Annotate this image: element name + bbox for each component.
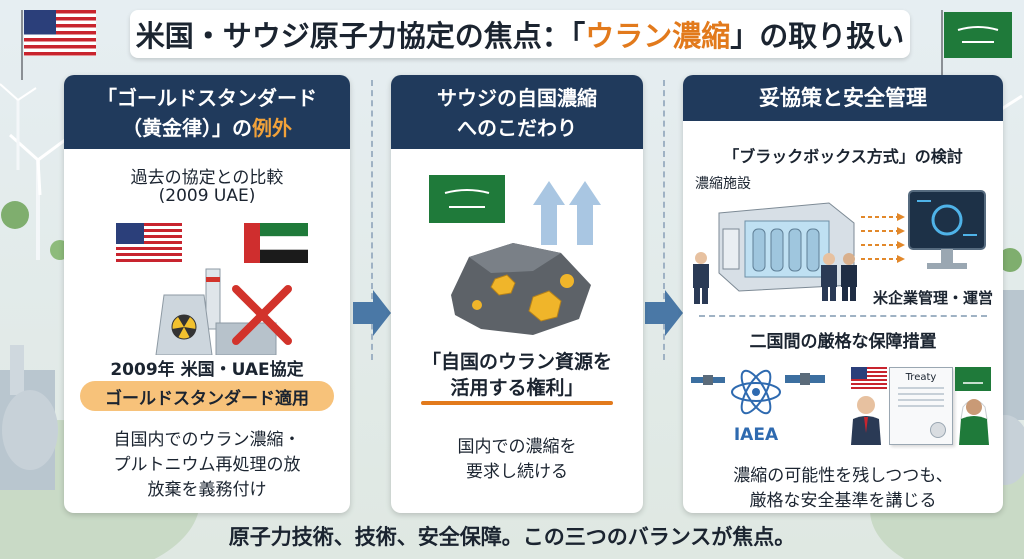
header-line: へのこだわり bbox=[457, 116, 577, 140]
nuclear-plant-icon bbox=[155, 268, 277, 355]
saudi-flag-icon bbox=[944, 12, 1012, 58]
us-flag-icon bbox=[24, 10, 96, 56]
claim-line: 活用する権利」 bbox=[450, 377, 584, 399]
panel-header: 妥協策と安全管理 bbox=[683, 75, 1003, 121]
blackbox-title: 「ブラックボックス方式」の検討 bbox=[723, 147, 963, 166]
desc-line: 国内での濃縮を bbox=[457, 437, 577, 457]
desc-line: 要求し続ける bbox=[466, 462, 568, 482]
agreement-label: 2009年 米国・UAE協定 bbox=[110, 360, 304, 380]
person-icon bbox=[959, 399, 989, 445]
satellite-icon bbox=[785, 373, 825, 385]
us-flag-icon bbox=[116, 223, 182, 263]
title-highlight: ウラン濃縮 bbox=[585, 19, 731, 53]
compare-line: 過去の協定との比較 bbox=[130, 168, 284, 188]
person-icon bbox=[821, 253, 837, 301]
panel-header: サウジの自国濃縮 へのこだわり bbox=[391, 75, 643, 149]
saudi-flag-icon bbox=[429, 175, 505, 223]
data-flow-arrows bbox=[861, 213, 905, 263]
treaty-label: Treaty bbox=[905, 372, 937, 383]
treaty-document-icon: Treaty bbox=[889, 367, 953, 445]
red-cross-icon bbox=[232, 285, 292, 345]
up-arrows-icon bbox=[533, 181, 601, 245]
safeguards-title: 二国間の厳格な保障措置 bbox=[749, 332, 937, 352]
desc-line: 濃縮の可能性を残しつつも、 bbox=[733, 466, 953, 486]
operator-label: 米企業管理・運営 bbox=[873, 289, 994, 307]
separator bbox=[371, 80, 373, 360]
badge-text: ゴールドスタンダード適用 bbox=[105, 388, 309, 409]
monitor-icon bbox=[908, 190, 986, 269]
header-line: （黄金律）」の例外 bbox=[122, 116, 292, 140]
header-emphasis: 例外 bbox=[252, 116, 292, 140]
wind-turbine-icon bbox=[9, 133, 66, 260]
panel-header: 「ゴールドスタンダード （黄金律）」の例外 bbox=[64, 75, 350, 149]
uranium-ore-icon bbox=[451, 243, 591, 335]
page-title: 米国・サウジ原子力協定の焦点：「ウラン濃縮」の取り扱い bbox=[130, 10, 910, 58]
satellite-icon bbox=[691, 375, 725, 385]
desc-line: プルトニウム再処理の放 bbox=[113, 455, 301, 475]
iaea-logo-icon bbox=[731, 369, 781, 415]
panel-saudi-enrichment: サウジの自国濃縮 へのこだわり 「自国のウラン資源を 活用する権利」 国内での濃… bbox=[391, 75, 643, 513]
claim-underline bbox=[421, 401, 613, 405]
saudi-flag-icon bbox=[955, 367, 991, 391]
caption-text: 原子力技術、技術、安全保障。この三つのバランスが焦点。 bbox=[228, 525, 796, 549]
uae-flag-icon bbox=[244, 223, 308, 263]
panel-gold-standard: 「ゴールドスタンダード （黄金律）」の例外 過去の協定との比較 (2009 UA… bbox=[64, 75, 350, 513]
facility-label: 濃縮施設 bbox=[695, 176, 751, 192]
person-icon bbox=[693, 252, 709, 304]
header-line: サウジの自国濃縮 bbox=[437, 86, 597, 110]
desc-line: 自国内でのウラン濃縮・ bbox=[113, 430, 301, 450]
facility-icon bbox=[718, 202, 855, 292]
compare-line: (2009 UAE) bbox=[158, 186, 256, 206]
desc-line: 放棄を義務付け bbox=[147, 480, 267, 500]
claim-line: 「自国のウラン資源を bbox=[421, 351, 612, 373]
iaea-label: IAEA bbox=[733, 425, 779, 445]
us-flag-icon bbox=[851, 367, 887, 391]
person-icon bbox=[851, 396, 881, 445]
separator bbox=[663, 80, 665, 360]
person-icon bbox=[841, 253, 857, 301]
header-line: 「ゴールドスタンダード bbox=[97, 86, 317, 110]
right-arrow-icon bbox=[353, 290, 391, 336]
bottom-caption: 原子力技術、技術、安全保障。この三つのバランスが焦点。 bbox=[0, 516, 1024, 556]
desc-line: 厳格な安全基準を講じる bbox=[749, 491, 937, 511]
right-arrow-icon bbox=[645, 290, 683, 336]
divider bbox=[699, 315, 987, 317]
gold-standard-badge: ゴールドスタンダード適用 bbox=[80, 381, 334, 411]
panel-compromise: 妥協策と安全管理 「ブラックボックス方式」の検討 濃縮施設 bbox=[683, 75, 1003, 513]
